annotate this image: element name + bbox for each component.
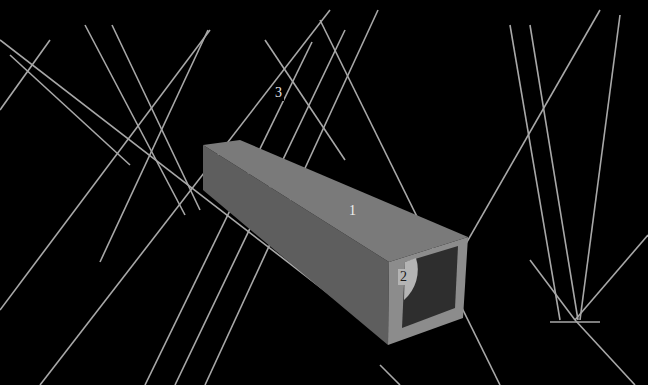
hollow-beam <box>203 140 468 345</box>
callout-number: 3 <box>273 85 284 101</box>
callout-number: 2 <box>398 269 409 285</box>
callout-number: 1 <box>347 203 358 219</box>
background-lines <box>0 10 648 385</box>
beam-end-face <box>388 237 468 345</box>
beam-hollow <box>402 246 458 328</box>
beam-top-face <box>203 140 468 262</box>
